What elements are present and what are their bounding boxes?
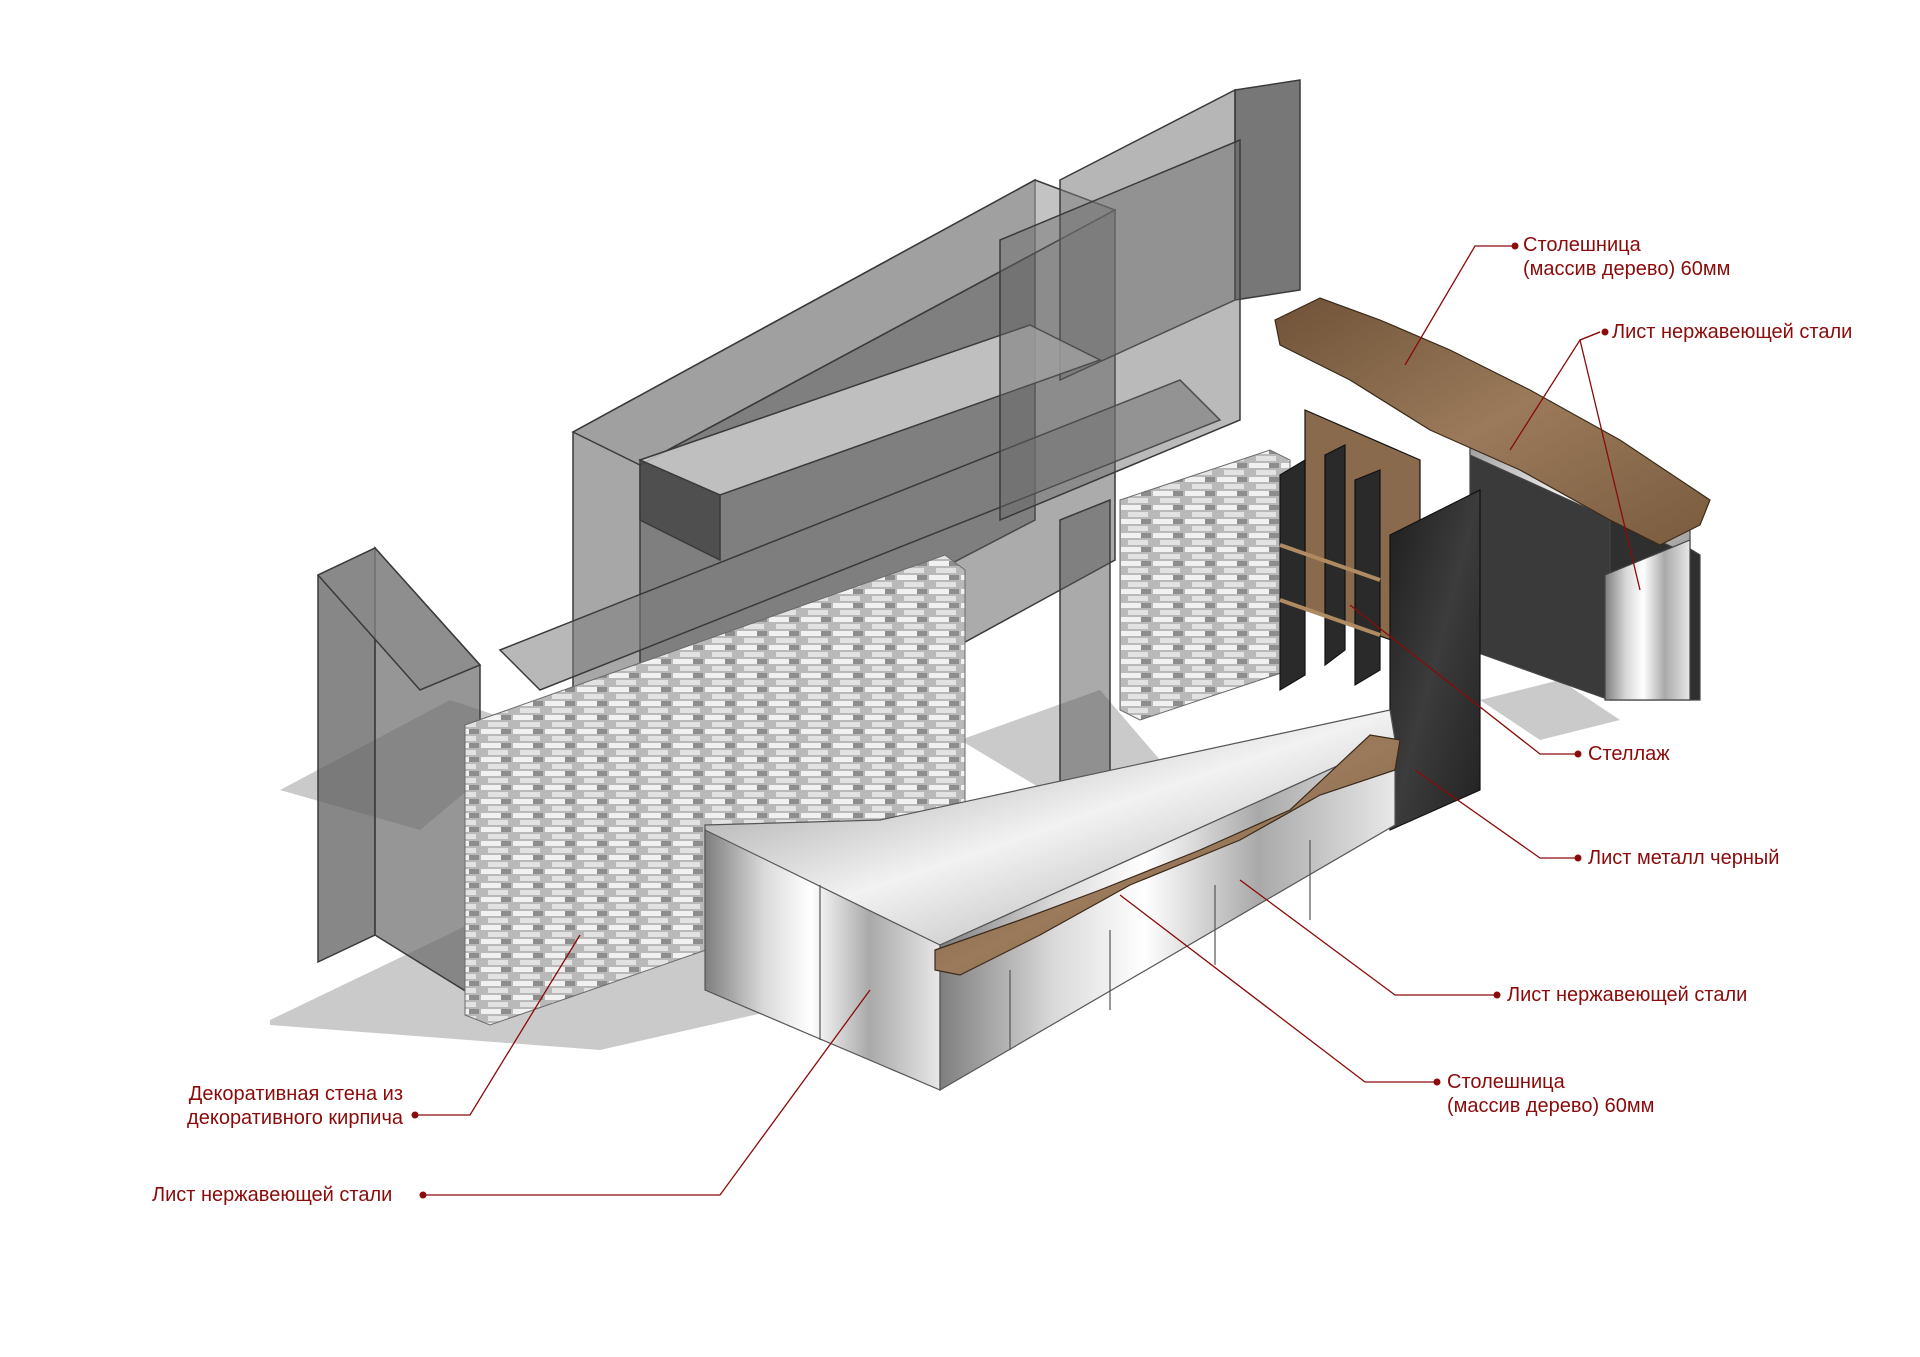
callout-countertop-top: Столешница (массив дерево) 60мм — [1523, 233, 1730, 281]
soffit-face — [639, 458, 721, 562]
callout-countertop-bottom-line2: (массив дерево) 60мм — [1447, 1095, 1655, 1117]
brick-wall-short — [1119, 449, 1291, 721]
front-countertop-wood — [934, 734, 1401, 976]
tower-front — [1234, 79, 1301, 301]
shelving-unit — [1279, 409, 1481, 831]
callout-steel-sheet-top: Лист нержавеющей стали — [1612, 321, 1853, 343]
callout-countertop-top-line1: Столешница — [1523, 234, 1641, 256]
callout-brick-wall: Декоративная стена из декоративного кирп… — [158, 1082, 403, 1130]
callout-steel-sheet-bottom: Лист нержавеющей стали — [152, 1184, 393, 1206]
front-counter — [704, 709, 1396, 1092]
callout-countertop-bottom: Столешница (массив дерево) 60мм — [1447, 1070, 1654, 1118]
callout-shelving: Стеллаж — [1588, 743, 1670, 765]
tower-side — [1059, 88, 1236, 382]
rear-countertop-wood — [1274, 297, 1711, 546]
brick-walls — [464, 449, 1291, 1026]
beam — [498, 379, 1222, 691]
callout-brick-wall-line1: Декоративная стена из — [188, 1083, 403, 1105]
mid-box — [999, 138, 1241, 522]
callout-steel-sheet-mid: Лист нержавеющей стали — [1507, 984, 1748, 1006]
leader-lines — [415, 245, 1641, 1196]
tall-box-left-top — [316, 547, 482, 691]
callout-countertop-bottom-line1: Столешница — [1447, 1071, 1565, 1093]
callout-brick-wall-line2: декоративного кирпича — [187, 1107, 403, 1129]
callout-black-metal-sheet: Лист металл черный — [1588, 847, 1780, 869]
black-metal-panel — [1389, 489, 1481, 831]
counter-front-face — [939, 739, 1396, 1092]
leader-dots — [411, 242, 1609, 1199]
callout-countertop-top-line2: (массив дерево) 60мм — [1523, 258, 1731, 280]
